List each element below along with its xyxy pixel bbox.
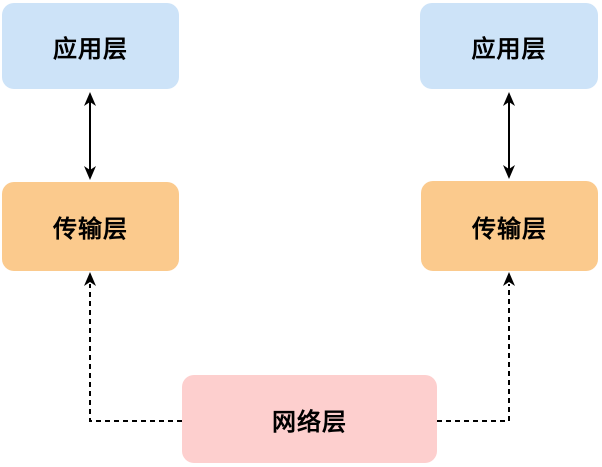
node-label: 传输层 bbox=[53, 216, 128, 243]
node-label: 应用层 bbox=[471, 35, 547, 63]
node-transport-layer-left: 传输层 bbox=[2, 182, 179, 271]
arrow-app-transport-right bbox=[503, 92, 515, 179]
node-label: 网络层 bbox=[272, 408, 347, 436]
node-transport-layer-right: 传输层 bbox=[421, 181, 598, 271]
node-label: 应用层 bbox=[53, 35, 128, 63]
arrow-app-transport-left bbox=[84, 92, 96, 180]
arrow-network-transport-right-dashed bbox=[437, 272, 515, 422]
node-application-layer-left: 应用层 bbox=[2, 3, 179, 89]
node-network-layer-center: 网络层 bbox=[182, 375, 437, 463]
node-application-layer-right: 应用层 bbox=[420, 3, 598, 89]
arrow-network-transport-left-dashed bbox=[84, 272, 182, 422]
node-label: 传输层 bbox=[472, 215, 547, 243]
